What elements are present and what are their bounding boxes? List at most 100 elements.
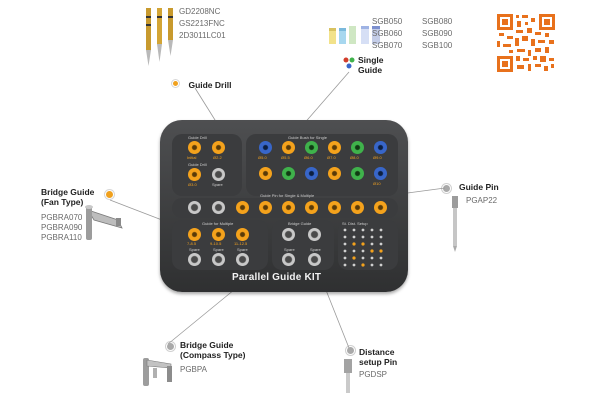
tray-hole [308, 253, 321, 266]
tray-label: Spare [284, 247, 295, 252]
tray-hole [188, 168, 201, 181]
bridge-guide-compass-image [143, 358, 172, 386]
tray-hole [351, 201, 364, 214]
tray-hole [282, 201, 295, 214]
single-guide-code: SGB090 [422, 29, 453, 38]
bridge-guide-compass-code: PGBPA [180, 365, 207, 374]
tray-hole [212, 141, 225, 154]
tray-hole [351, 167, 364, 180]
tray-label: Guide for Multiple [202, 221, 234, 226]
guide-drill-marker-icon [172, 80, 179, 88]
tray-hole [259, 167, 272, 180]
tray-label: Ø8.0 [350, 155, 359, 160]
tray-hole [328, 167, 341, 180]
distance-pin-image [344, 359, 352, 393]
tray-label: Spare [189, 247, 200, 252]
guide-pin-title: Guide Pin [459, 182, 499, 192]
tray-hole [188, 201, 201, 214]
tray-hole [259, 201, 272, 214]
qr-code-icon [497, 14, 555, 72]
bridge-guide-fan-image [85, 205, 123, 240]
tray-label: Ø9.0 [373, 155, 382, 160]
guide-drill-code: GD2208NC [179, 7, 221, 16]
distance-pin-title: setup Pin [359, 357, 398, 367]
tray-label: Spare [237, 247, 248, 252]
tray-hole [328, 141, 341, 154]
bridge-guide-fan-marker-icon [105, 190, 114, 199]
tray-label: St. Dist. Setup [342, 221, 368, 226]
single-guide-code: SGB050 [372, 17, 403, 26]
tray-hole [188, 228, 201, 241]
distance-pin-code: PGDSP [359, 370, 388, 379]
tray-label: Ø3.0 [188, 182, 197, 187]
distance-setup-grid [343, 228, 383, 267]
tray-label: Ø10 [373, 181, 381, 186]
bridge-guide-panel [272, 220, 334, 270]
single-guide-title: Single [358, 55, 384, 65]
tray-hole [259, 141, 272, 154]
guide-drill-title: Guide Drill [188, 80, 232, 90]
distance-setup-panel [338, 220, 398, 270]
tray-hole [188, 141, 201, 154]
tray-hole [188, 253, 201, 266]
guide-drill-image [146, 8, 173, 66]
tray-hole [212, 228, 225, 241]
tray-hole [282, 253, 295, 266]
tray-hole [351, 141, 364, 154]
guide-drill-code: GS2213FNC [179, 19, 225, 28]
single-guide-code: SGB100 [422, 41, 453, 50]
bridge-guide-compass-title: Bridge Guide [180, 340, 234, 350]
tray-label: Guide Pin for Single & Multiple [260, 193, 315, 198]
tray-hole [236, 253, 249, 266]
tray-hole [212, 253, 225, 266]
tray-label: Ø7.0 [327, 155, 336, 160]
tray-hole [308, 228, 321, 241]
parallel-guide-kit-tray: Guide Drill Initial Ø2.2 Guide Drill Ø3.… [160, 120, 408, 292]
tray-label: Bridge Guide [288, 221, 312, 226]
tray-label: Spare [310, 247, 321, 252]
bridge-guide-fan-code: PGBRA110 [41, 233, 82, 242]
tray-label: Ø6.0 [304, 155, 313, 160]
tray-label: Spare [212, 182, 223, 187]
tray-hole [236, 201, 249, 214]
guide-drill-panel [172, 134, 242, 196]
tray-hole [305, 167, 318, 180]
single-guide-code: SGB080 [422, 17, 453, 26]
tray-hole [305, 201, 318, 214]
tray-label: 11-12.5 [234, 241, 248, 246]
bridge-guide-compass-title: (Compass Type) [180, 350, 246, 360]
distance-pin-title: Distance [359, 347, 395, 357]
tray-label: Guide Drill [188, 135, 207, 140]
tray-hole [212, 168, 225, 181]
tray-hole [282, 228, 295, 241]
single-guide-code: SGB070 [372, 41, 403, 50]
bridge-guide-fan-code: PGBRA090 [41, 223, 83, 232]
tray-hole [305, 141, 318, 154]
tray-label: Spare [213, 247, 224, 252]
tray-label: Guide Bush for Single [288, 135, 327, 140]
tray-hole [374, 141, 387, 154]
guide-pin-image [452, 196, 458, 252]
tray-label: Guide Drill [188, 162, 207, 167]
tray-hole [328, 201, 341, 214]
bridge-guide-compass-marker-icon [166, 342, 175, 351]
tray-hole [374, 167, 387, 180]
tray-label: 9-10.5 [210, 241, 222, 246]
tray-hole [212, 201, 225, 214]
tray-label: Ø2.2 [213, 155, 222, 160]
tray-hole [236, 228, 249, 241]
bridge-guide-fan-title: Bridge Guide [41, 187, 95, 197]
guide-pin-code: PGAP22 [466, 196, 498, 205]
kit-name: Parallel Guide KIT [232, 272, 322, 283]
single-guide-image [329, 26, 380, 44]
tray-hole [282, 167, 295, 180]
tray-label: Initial [187, 155, 197, 160]
distance-pin-marker-icon [346, 346, 355, 355]
single-guide-code: SGB060 [372, 29, 403, 38]
bridge-guide-fan-code: PGBRA070 [41, 213, 83, 222]
color-dots-icon [343, 57, 355, 69]
tray-hole [374, 201, 387, 214]
tray-label: 7-8.5 [187, 241, 197, 246]
tray-label: Ø5.0 [258, 155, 267, 160]
